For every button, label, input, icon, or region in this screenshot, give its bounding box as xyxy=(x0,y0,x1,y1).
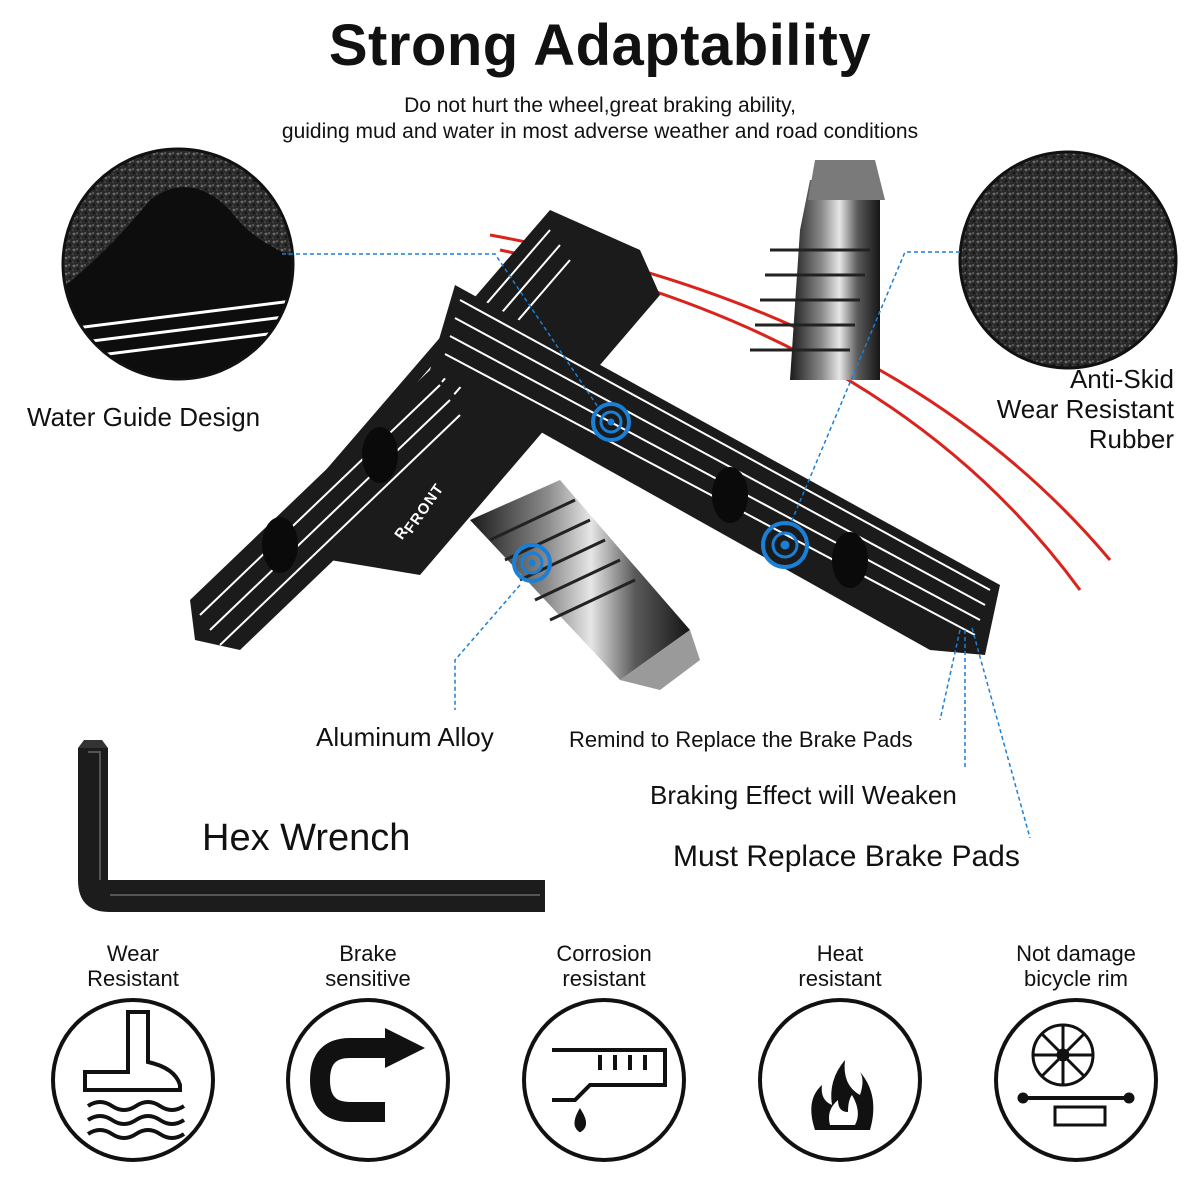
anti-skid-label-line2: Wear Resistant xyxy=(996,394,1174,424)
braking-weaken-label: Braking Effect will Weaken xyxy=(650,780,957,810)
must-replace-label: Must Replace Brake Pads xyxy=(673,840,1020,873)
feature-label-heat: Heat resistant xyxy=(730,941,950,991)
aluminum-alloy-label: Aluminum Alloy xyxy=(316,722,494,752)
target-marker-1 xyxy=(591,402,631,442)
feature-heat-line1: Heat xyxy=(816,941,864,966)
wear-resistant-icon xyxy=(83,1010,186,1140)
feature-label-brake: Brake sensitive xyxy=(258,941,478,991)
feature-label-corrosion: Corrosion resistant xyxy=(494,941,714,991)
corrosion-resistant-icon xyxy=(552,1048,667,1133)
brake-pad-front xyxy=(190,285,1000,655)
feature-corrosion-line2: resistant xyxy=(562,966,646,991)
wear-resistant-circle xyxy=(51,998,215,1162)
feature-wear-line2: Resistant xyxy=(87,966,179,991)
feature-label-wear: Wear Resistant xyxy=(23,941,243,991)
corrosion-resistant-circle xyxy=(522,998,686,1162)
feature-brake-line2: sensitive xyxy=(325,966,411,991)
feature-rim-line1: Not damage xyxy=(1016,941,1136,966)
subtitle-line-2: guiding mud and water in most adverse we… xyxy=(281,120,919,143)
target-marker-3 xyxy=(512,543,552,583)
subtitle-line-1: Do not hurt the wheel,great braking abil… xyxy=(404,94,796,117)
rubber-detail xyxy=(958,150,1178,370)
anti-skid-label-line1: Anti-Skid xyxy=(1069,364,1174,394)
rim-safe-icon xyxy=(1017,1023,1135,1127)
leader-lines xyxy=(282,251,1031,839)
hex-wrench-label: Hex Wrench xyxy=(202,817,411,859)
post-back xyxy=(750,160,885,380)
page-title: Strong Adaptability xyxy=(328,13,872,78)
brake-sensitive-icon xyxy=(309,1028,425,1122)
feature-label-rim: Not damage bicycle rim xyxy=(966,941,1186,991)
feature-heat-line2: resistant xyxy=(798,966,882,991)
feature-corrosion-line1: Corrosion xyxy=(556,941,652,966)
feature-rim-line2: bicycle rim xyxy=(1024,966,1128,991)
heat-resistant-icon xyxy=(811,1060,874,1130)
heat-resistant-circle xyxy=(758,998,922,1162)
feature-wear-line1: Wear xyxy=(106,941,160,966)
remind-replace-label: Remind to Replace the Brake Pads xyxy=(569,727,913,752)
water-guide-label: Water Guide Design xyxy=(27,402,261,432)
anti-skid-label-line3: Rubber xyxy=(1088,424,1174,454)
brake-sensitive-circle xyxy=(286,998,450,1162)
water-guide-detail xyxy=(61,147,295,381)
target-marker-2 xyxy=(761,521,809,569)
hex-wrench xyxy=(78,740,545,912)
post-front xyxy=(470,480,700,690)
rim-safe-circle xyxy=(994,998,1158,1162)
feature-brake-line1: Brake xyxy=(339,941,397,966)
